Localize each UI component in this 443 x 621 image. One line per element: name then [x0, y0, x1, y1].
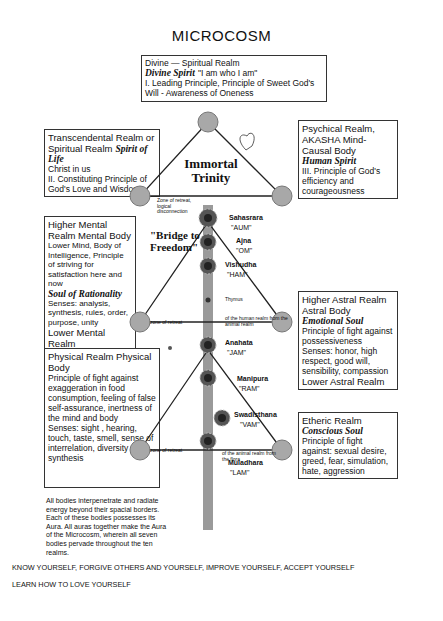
box-text: Lower Mental Realm	[48, 327, 132, 349]
chakra-symbol	[200, 258, 216, 274]
diagram-label: All bodies interpenetrate and radiate en…	[46, 497, 172, 557]
chakra-symbol	[200, 234, 216, 250]
diagram-label: Muladhara	[228, 459, 288, 467]
diagram-label: zone of retreat	[150, 448, 198, 454]
box-text: III. Principle of God's efficiency and c…	[302, 166, 394, 196]
chakra-core	[218, 414, 226, 422]
box-text: Lower Astral Realm	[302, 376, 394, 387]
diagram-label: of the human realm from the animal realm	[225, 316, 291, 327]
box-text: Higher Mental Realm Mental Body	[48, 219, 132, 241]
box-text: Principle of fight against: sexual desir…	[302, 436, 394, 476]
diagram-label: Zone of retreat, logical disconnection	[157, 198, 203, 215]
box-text: Conscious Soul	[302, 426, 394, 436]
chakra-core	[204, 437, 212, 445]
chakra-symbol	[214, 410, 230, 426]
box-text: Divine Spirit	[145, 68, 195, 78]
box-text: I. Leading Principle, Principle of Sweet…	[145, 78, 323, 98]
realm-box: Divine — Spiritual RealmDivine Spirit"I …	[141, 55, 327, 102]
realm-box: Transcendental Realm or Spiritual RealmS…	[44, 129, 160, 197]
diagram-label: LEARN HOW TO LOVE YOURSELF	[12, 580, 442, 589]
diagram-label: "AUM"	[231, 224, 271, 232]
diagram-label: KNOW YOURSELF, FORGIVE OTHERS AND YOURSE…	[12, 563, 442, 572]
box-text: Physical Realm Physical Body	[48, 351, 156, 373]
chakra-core	[204, 262, 212, 270]
box-text: Higher Astral Realm Astral Body	[302, 294, 394, 316]
diagram-label: Anahata	[225, 339, 285, 347]
realm-box: Higher Astral Realm Astral BodyEmotional…	[298, 291, 398, 390]
vertex-circle	[272, 440, 292, 460]
chakra-symbol	[199, 209, 217, 227]
chakra-core	[204, 374, 212, 382]
box-text: Psychical Realm, AKASHA Mind-Causal Body	[302, 123, 394, 156]
diagram-label: "VAM"	[240, 421, 280, 429]
vertex-circle	[198, 112, 218, 132]
chakra-symbol	[200, 433, 216, 449]
diagram-label: zone of retreat	[150, 320, 198, 326]
realm-box: Higher Mental Realm Mental BodyLower Min…	[44, 216, 136, 352]
diagram-label: Swadisthana	[234, 411, 296, 419]
box-text: Christ in us	[48, 164, 156, 174]
diagram-label: Thymus	[225, 297, 265, 303]
diagram-label: "JAM"	[227, 349, 267, 357]
heart-symbol	[240, 133, 254, 150]
realm-box: Etheric RealmConscious SoulPrinciple of …	[298, 412, 398, 479]
chakra-core	[204, 238, 212, 246]
vertex-circle	[272, 186, 292, 206]
box-text: Lower Mind, Body of Intelligence, Princi…	[48, 241, 132, 289]
diagram-label: Sahasrara	[229, 214, 289, 222]
diagram-label: "Bridge to Freedom"	[150, 229, 212, 253]
thymus-dot	[206, 298, 211, 303]
diagram-label: Manipura	[237, 375, 297, 383]
vertex-circle	[272, 312, 292, 332]
box-text: Etheric Realm	[302, 415, 394, 426]
diagram-label: "HAM"	[227, 271, 267, 279]
mental-astral-lines	[140, 222, 282, 322]
diagram-label: Ajna	[236, 237, 276, 245]
box-text: Emotional Soul	[302, 316, 394, 326]
box-text: II. Constituting Principle of God's Love…	[48, 174, 156, 194]
box-text: Principle of fight against possessivenes…	[302, 326, 394, 346]
box-text: Principle of fight against exaggeration …	[48, 373, 156, 423]
chakra-symbol	[200, 337, 216, 353]
diagram-label: "LAM"	[230, 469, 270, 477]
box-text: Divine — Spiritual Realm	[145, 58, 323, 68]
box-text: Senses: honor, high respect, good will, …	[302, 346, 394, 376]
physical-etheric-lines	[140, 350, 282, 450]
diagram-label: "OM"	[236, 247, 276, 255]
realm-box: Physical Realm Physical BodyPrinciple of…	[44, 348, 160, 488]
diagram-label: Immortal Trinity	[183, 157, 239, 185]
box-text: Senses: sight , hearing, touch, taste, s…	[48, 423, 156, 463]
chakra-core	[204, 214, 212, 222]
small-dot	[168, 346, 172, 350]
diagram-title: MICROCOSM	[0, 27, 443, 45]
diagram-label: Vishudha	[225, 261, 285, 269]
box-text: Soul of Rationality	[48, 289, 132, 299]
trinity-triangle	[140, 122, 282, 196]
box-text: Human Spirit	[302, 156, 394, 166]
realm-box: Psychical Realm, AKASHA Mind-Causal Body…	[298, 120, 398, 199]
box-text: Senses: analysis, synthesis, rules, orde…	[48, 299, 132, 328]
diagram-label: "RAM"	[239, 385, 279, 393]
box-text: "I am who I am"	[198, 68, 257, 78]
chakra-core	[204, 341, 212, 349]
chakra-symbol	[200, 370, 216, 386]
spine-column	[203, 205, 213, 530]
